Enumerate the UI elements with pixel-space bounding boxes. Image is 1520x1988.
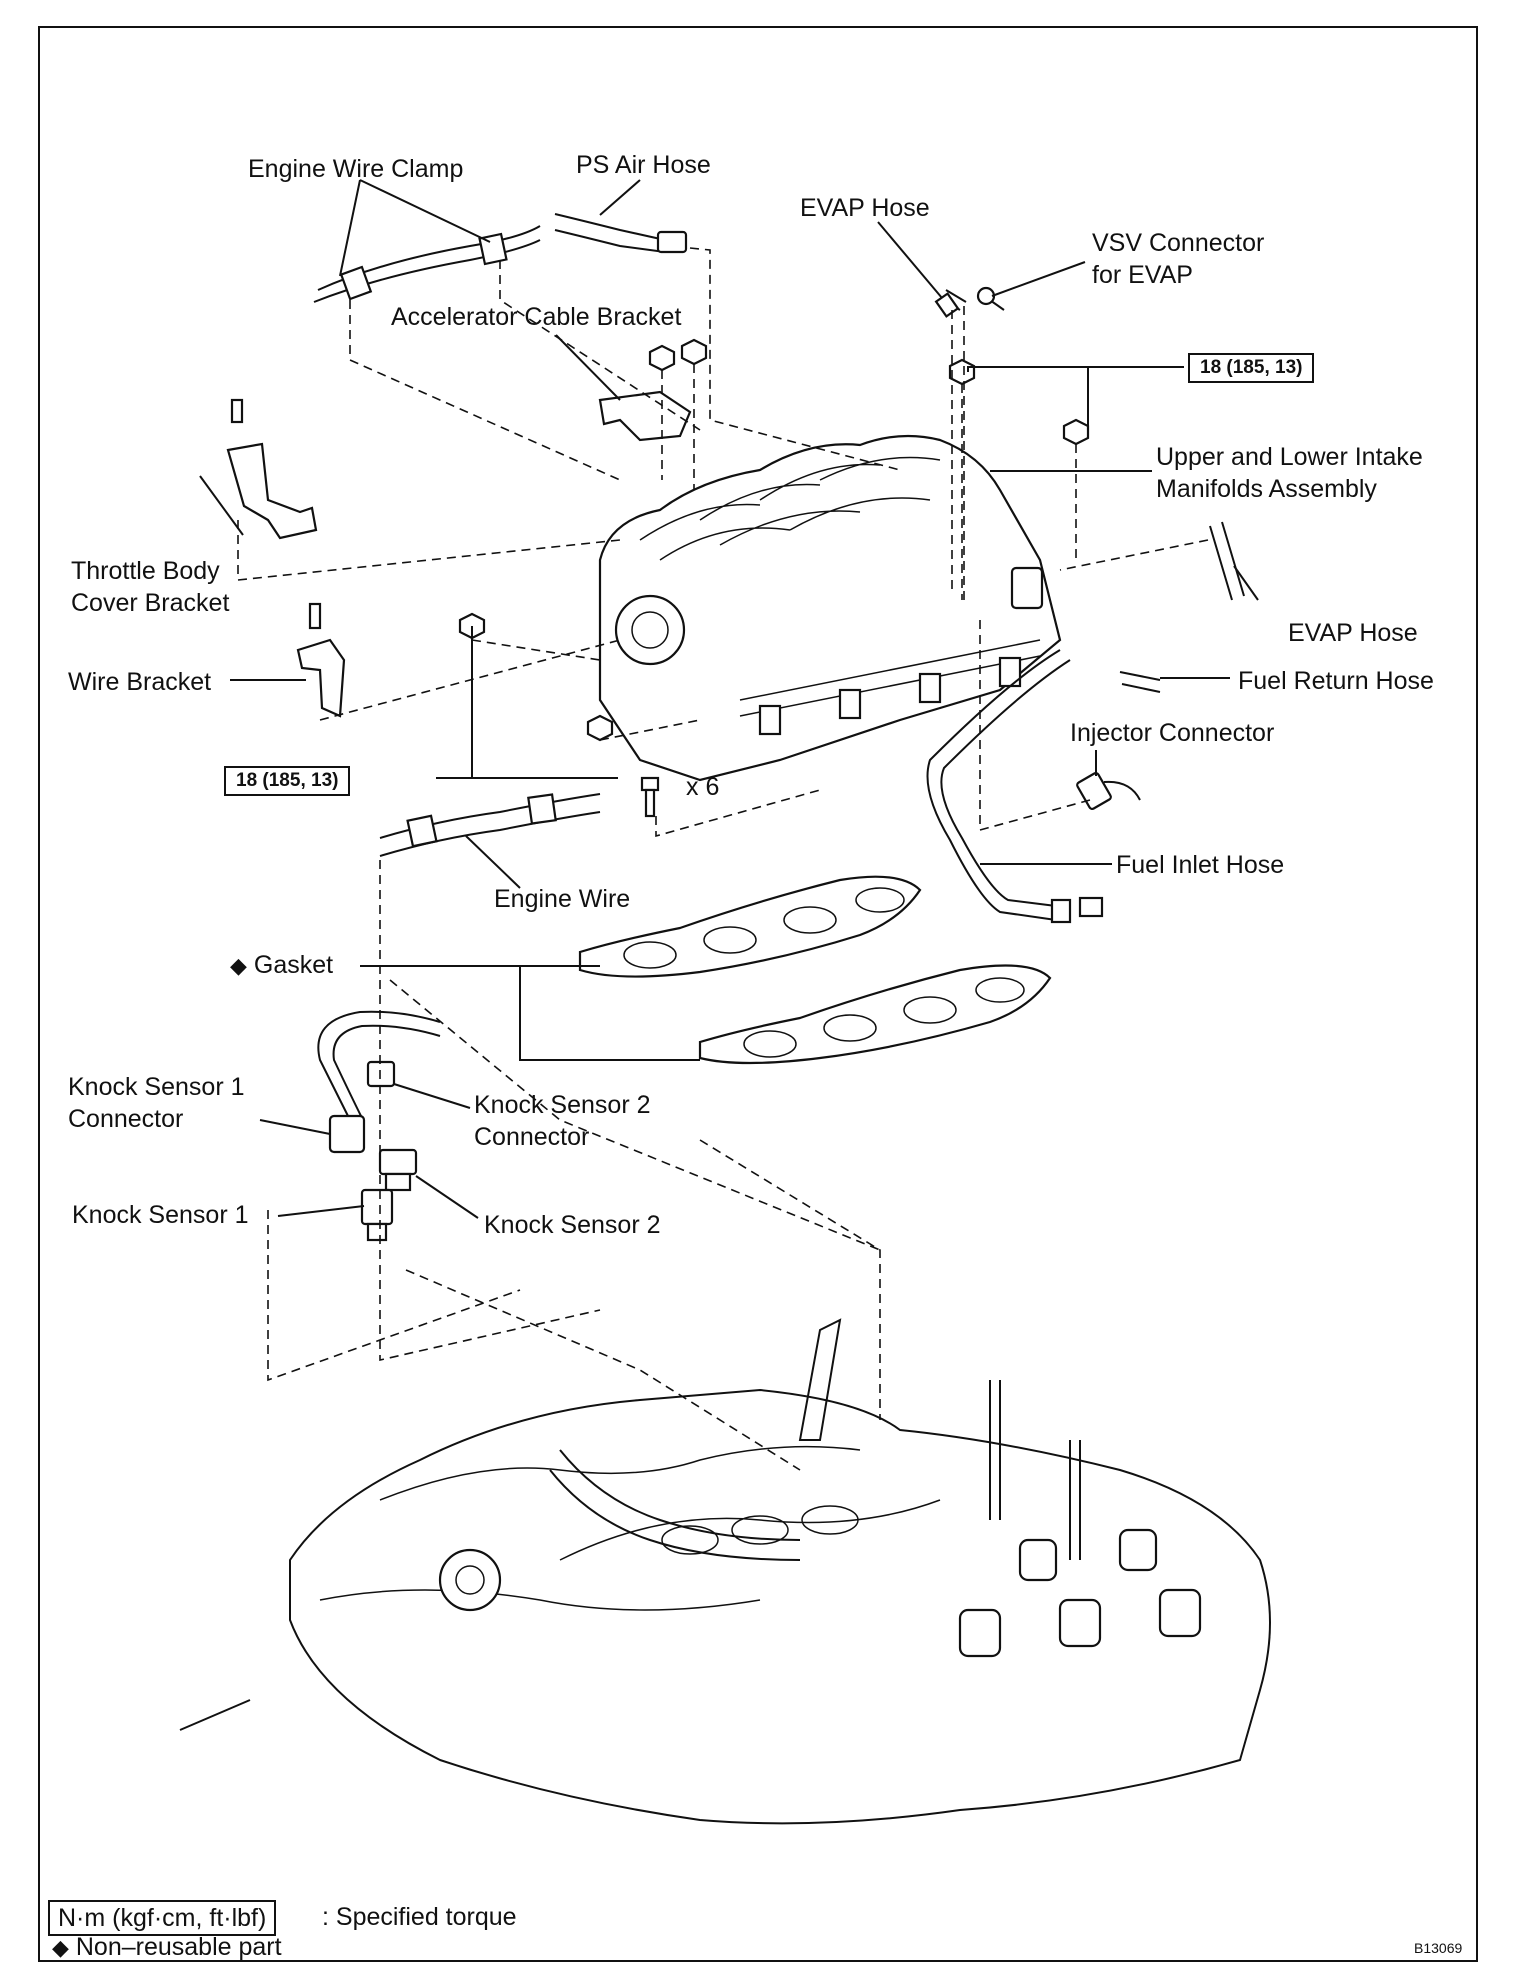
diagram-frame bbox=[38, 26, 1478, 1962]
fuel-inlet-hose-part bbox=[926, 649, 1104, 924]
label-wire-bracket: Wire Bracket bbox=[68, 668, 212, 696]
nuts bbox=[458, 338, 1090, 742]
label-evap-hose-right: EVAP Hose bbox=[1288, 619, 1418, 647]
ps-air-hose-part bbox=[554, 213, 688, 254]
label-knock-sensor-2-connector-line2: Connector bbox=[474, 1123, 590, 1151]
torque-spec-upper-right: 18 (185, 13) bbox=[1188, 353, 1315, 383]
label-knock-sensor-1-connector: Knock Sensor 1 bbox=[68, 1073, 245, 1101]
legend-diamond-icon: ◆ bbox=[52, 1935, 69, 1960]
label-knock-sensor-2: Knock Sensor 2 bbox=[484, 1211, 661, 1239]
gasket-part bbox=[578, 875, 1052, 1065]
alignment-lines bbox=[237, 247, 1209, 1471]
label-injector-connector: Injector Connector bbox=[1070, 719, 1275, 747]
knock-sensor-2-part bbox=[378, 1148, 418, 1192]
intake-manifold-part bbox=[598, 434, 1062, 782]
label-throttle-body-cover-line2: Cover Bracket bbox=[71, 589, 230, 617]
label-engine-wire-clamp: Engine Wire Clamp bbox=[248, 155, 464, 183]
injector-connector-part bbox=[1076, 772, 1141, 810]
wire-bracket-part bbox=[296, 602, 346, 718]
torque-spec-left: 18 (185, 13) bbox=[224, 766, 351, 796]
throttle-body-cover-bracket-part bbox=[226, 398, 318, 540]
label-knock-sensor-1: Knock Sensor 1 bbox=[72, 1201, 249, 1229]
leader-lines bbox=[199, 179, 1259, 1219]
label-knock-sensor-1-connector-line2: Connector bbox=[68, 1105, 184, 1133]
label-ps-air-hose: PS Air Hose bbox=[576, 151, 711, 179]
knock-sensor-1-part bbox=[360, 1188, 394, 1242]
label-gasket: ◆ Gasket bbox=[230, 950, 333, 981]
reference-code: B13069 bbox=[1414, 1940, 1463, 1956]
evap-hose-right-part bbox=[1209, 521, 1245, 601]
label-vsv-connector: VSV Connector bbox=[1092, 229, 1265, 257]
vsv-connector-part bbox=[976, 286, 1005, 311]
label-throttle-body-cover: Throttle Body bbox=[71, 557, 220, 585]
legend-torque-desc: : Specified torque bbox=[322, 1903, 517, 1931]
engine-wire-part bbox=[379, 793, 601, 857]
label-gasket-text: Gasket bbox=[253, 951, 334, 979]
label-evap-hose-top: EVAP Hose bbox=[800, 194, 930, 222]
label-vsv-connector-line2: for EVAP bbox=[1092, 261, 1193, 289]
label-upper-lower-intake-line2: Manifolds Assembly bbox=[1156, 475, 1377, 503]
non-reusable-mark: ◆ bbox=[230, 953, 247, 978]
fuel-return-hose-part bbox=[1119, 671, 1161, 693]
label-upper-lower-intake: Upper and Lower Intake bbox=[1156, 443, 1423, 471]
legend-non-reusable: ◆ Non–reusable part bbox=[52, 1932, 282, 1963]
knock-sensor-harness-part bbox=[317, 1010, 441, 1154]
label-bolt-count: x 6 bbox=[686, 773, 720, 801]
label-fuel-return-hose: Fuel Return Hose bbox=[1238, 667, 1434, 695]
bolt-part bbox=[640, 776, 660, 818]
label-knock-sensor-2-connector: Knock Sensor 2 bbox=[474, 1091, 651, 1119]
legend-non-reusable-text: Non–reusable part bbox=[75, 1933, 282, 1961]
engine-wire-clamp-part bbox=[313, 225, 541, 303]
engine-block-part bbox=[179, 1318, 1271, 1825]
accelerator-cable-bracket-part bbox=[598, 390, 692, 442]
legend-torque-box: N·m (kgf·cm, ft·lbf) bbox=[48, 1900, 277, 1936]
label-fuel-inlet-hose: Fuel Inlet Hose bbox=[1116, 851, 1285, 879]
label-engine-wire: Engine Wire bbox=[494, 885, 631, 913]
evap-hose-top-part bbox=[934, 289, 967, 318]
label-accelerator-cable-bracket: Accelerator Cable Bracket bbox=[391, 303, 682, 331]
